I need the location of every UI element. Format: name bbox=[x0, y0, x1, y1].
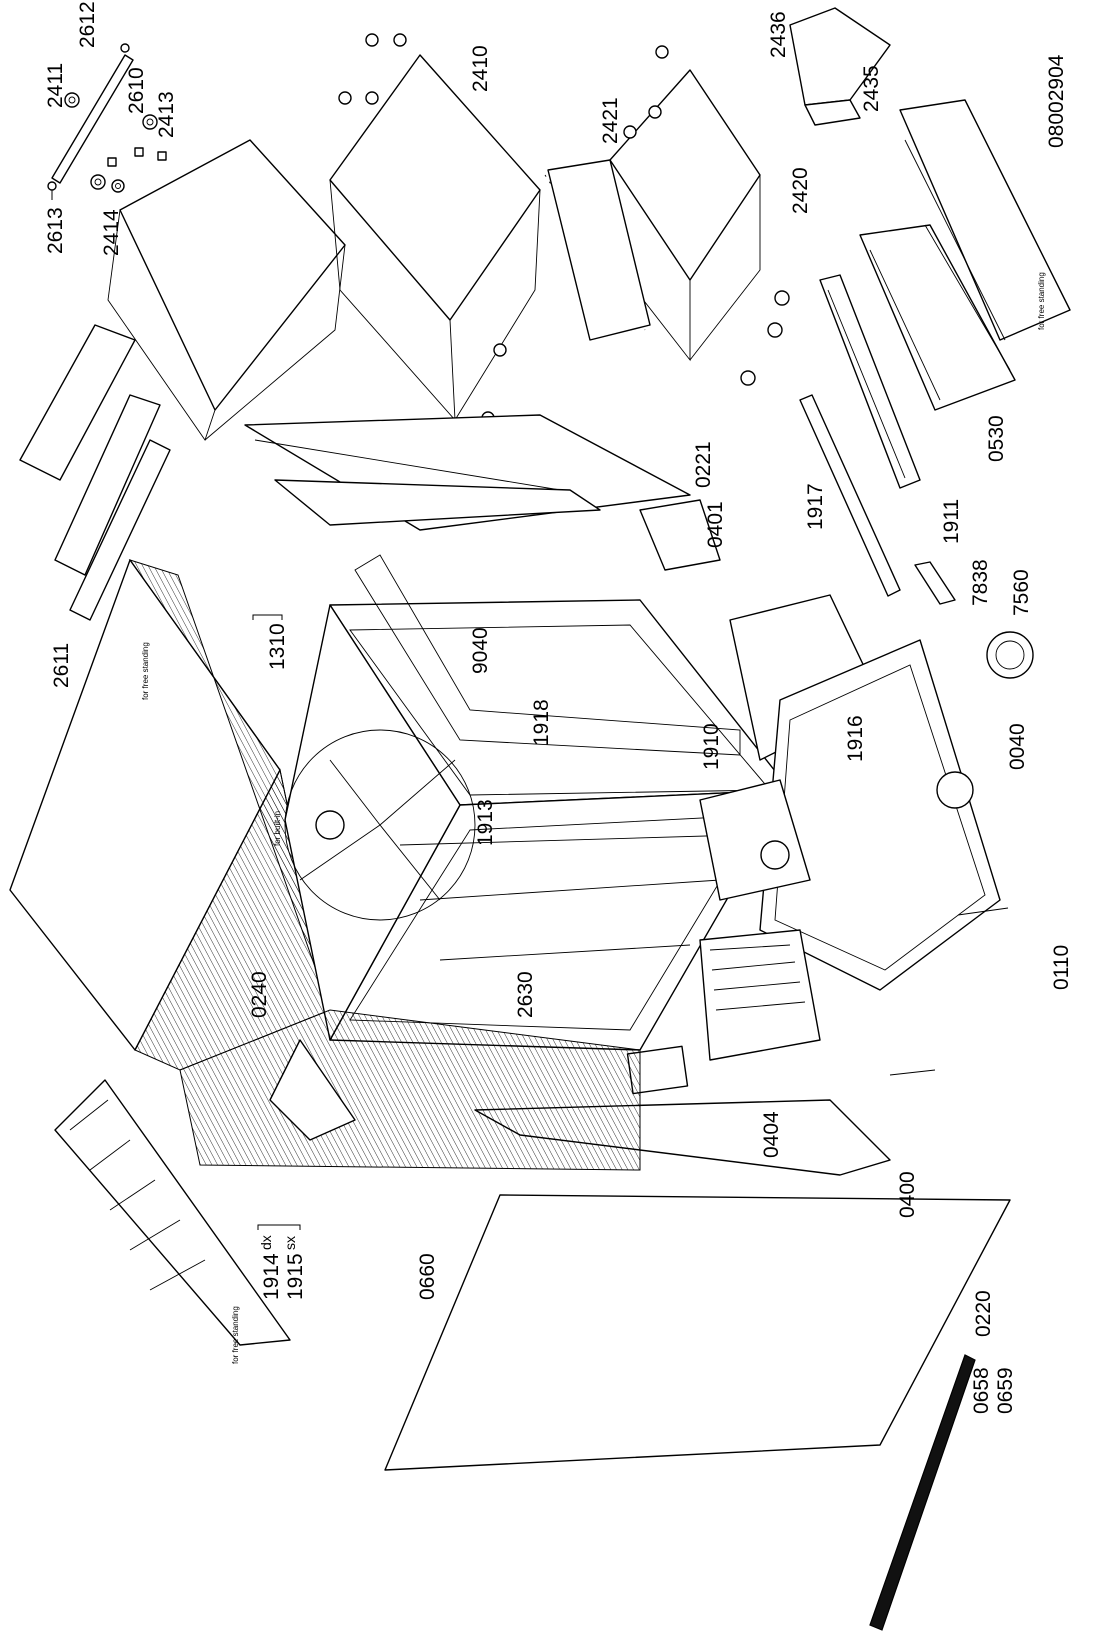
base-tray bbox=[729, 594, 1001, 991]
top-panel bbox=[9, 559, 331, 1071]
drawing-code: 08002904 bbox=[1045, 54, 1068, 148]
label-2611: 2611 bbox=[50, 643, 73, 688]
label-0659: 0659 bbox=[994, 1367, 1017, 1414]
label-1918: 1918 bbox=[530, 699, 553, 746]
label-2630: 2630 bbox=[514, 971, 537, 1018]
label-1910: 1910 bbox=[700, 723, 723, 770]
label-2410: 2410 bbox=[469, 45, 492, 92]
note-free-standing-front: for free standing bbox=[231, 1306, 240, 1364]
label-2420: 2420 bbox=[789, 167, 812, 214]
mounting-bracket bbox=[274, 479, 601, 526]
dishwasher-tub bbox=[284, 599, 791, 1051]
label-0400: 0400 bbox=[896, 1171, 919, 1218]
label-0240: 0240 bbox=[248, 971, 271, 1018]
pump-assembly bbox=[699, 779, 821, 1061]
door-strip bbox=[799, 394, 901, 597]
label-1917: 1917 bbox=[804, 483, 827, 530]
label-0530: 0530 bbox=[985, 415, 1008, 462]
filter-cap bbox=[986, 631, 1034, 679]
label-0660: 0660 bbox=[416, 1253, 439, 1300]
label-1911: 1911 bbox=[940, 499, 963, 544]
label-2435: 2435 bbox=[860, 65, 883, 112]
label-9040: 9040 bbox=[469, 627, 492, 674]
label-2413: 2413 bbox=[155, 91, 178, 138]
bottom-channel bbox=[819, 274, 921, 489]
leveling-screw bbox=[957, 907, 1009, 916]
label-0221: 0221 bbox=[692, 441, 715, 488]
label-2414: 2414 bbox=[100, 209, 123, 256]
label-1913: 1913 bbox=[474, 799, 497, 846]
plinth-panel bbox=[859, 99, 1071, 411]
cutlery-rack bbox=[19, 139, 346, 621]
upper-basket bbox=[329, 33, 541, 425]
lower-basket bbox=[544, 45, 790, 386]
label-1310: 1310 bbox=[266, 623, 289, 670]
label-0040: 0040 bbox=[1006, 723, 1029, 770]
label-1914: 1914 bbox=[260, 1253, 283, 1300]
label-1916: 1916 bbox=[844, 715, 867, 762]
upper-rack-rail bbox=[47, 43, 134, 191]
note-dx: dx bbox=[258, 1235, 274, 1250]
note-free-standing-top: for free standing bbox=[141, 642, 150, 700]
label-0220: 0220 bbox=[972, 1290, 995, 1337]
label-2610: 2610 bbox=[125, 67, 148, 114]
label-0110: 0110 bbox=[1050, 945, 1073, 990]
label-2421: 2421 bbox=[599, 97, 622, 144]
label-1915: 1915 bbox=[284, 1253, 307, 1300]
label-0401: 0401 bbox=[704, 501, 727, 548]
label-7838: 7838 bbox=[969, 559, 992, 606]
drain-tube bbox=[914, 561, 956, 605]
label-0404: 0404 bbox=[760, 1111, 783, 1158]
door-handle bbox=[869, 1354, 976, 1631]
door-gasket bbox=[354, 554, 741, 756]
label-2436: 2436 bbox=[767, 11, 790, 58]
label-2411: 2411 bbox=[44, 63, 67, 108]
note-sx: sx bbox=[282, 1236, 298, 1250]
label-2613: 2613 bbox=[44, 207, 67, 254]
note-built-in: for built-in bbox=[273, 811, 282, 846]
front-tray bbox=[54, 1079, 291, 1346]
hinge-bracket bbox=[269, 1039, 356, 1141]
label-2612: 2612 bbox=[76, 1, 99, 48]
cutlery-basket bbox=[789, 7, 891, 126]
label-0658: 0658 bbox=[970, 1367, 993, 1414]
label-7560: 7560 bbox=[1010, 569, 1033, 616]
note-free-standing-plinth: for free standing bbox=[1037, 272, 1046, 330]
outer-door-panel bbox=[384, 1194, 1011, 1471]
